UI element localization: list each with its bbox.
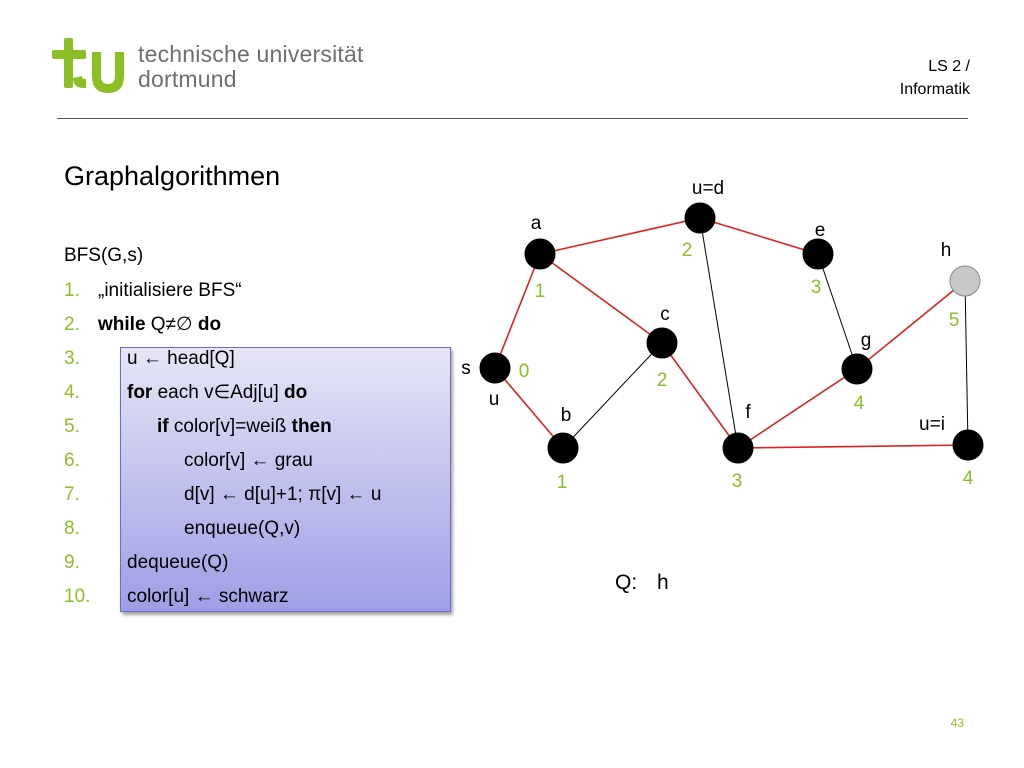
distance-label-d: 2: [682, 240, 693, 261]
distance-label-i: 4: [963, 468, 974, 489]
line-text: dequeue(Q): [127, 552, 229, 573]
page-number: 43: [950, 716, 964, 730]
node-label-g: g: [861, 330, 872, 351]
line-number: 9.: [64, 552, 80, 573]
edge-s-a: [494, 253, 541, 369]
university-name: technische universität dortmund: [138, 42, 364, 92]
node-e: [802, 238, 834, 270]
line-code: if color[v]=weiß then: [157, 413, 332, 441]
node-label-i: u=i: [919, 414, 945, 435]
edge-a-c: [539, 253, 663, 344]
keyword: for: [127, 382, 153, 403]
node-b: [547, 432, 579, 464]
node-s: [479, 352, 511, 384]
line-code: „initialisiere BFS“: [98, 277, 242, 305]
edge-b-c: [562, 342, 663, 449]
line-number: 3.: [64, 348, 80, 369]
line-text: enqueue(Q,v): [184, 518, 301, 539]
line-code: dequeue(Q): [127, 549, 228, 577]
distance-label-c: 2: [657, 370, 668, 391]
line-text: „initialisiere BFS“: [98, 280, 242, 301]
distance-label-e: 3: [811, 277, 822, 298]
edge-f-i: [737, 444, 969, 449]
distance-label-a: 1: [535, 281, 546, 302]
node-a: [524, 238, 556, 270]
department-line-2: Informatik: [899, 81, 970, 98]
tu-logo: [52, 38, 124, 93]
distance-label-g: 4: [854, 393, 865, 414]
edge-f-g: [737, 368, 858, 449]
node-label-d: u=d: [692, 178, 724, 199]
node-h: [949, 265, 981, 297]
line-code: while Q≠∅ do: [98, 311, 221, 339]
distance-label-f: 3: [732, 471, 743, 492]
node-i: [952, 429, 984, 461]
line-number: 8.: [64, 518, 80, 539]
distance-label-b: 1: [557, 472, 568, 493]
line-text: color[v]=weiß: [168, 416, 292, 437]
loop-highlight-box: [120, 347, 451, 612]
line-code: u ← head[Q]: [127, 345, 235, 373]
line-text: Q≠∅: [145, 314, 198, 335]
department-label: LS 2 / Informatik: [900, 55, 970, 101]
node-label-a: a: [531, 213, 542, 234]
node-label-e: e: [815, 220, 826, 241]
node-label-h: h: [941, 240, 952, 261]
header-divider: [57, 118, 968, 119]
keyword: do: [197, 314, 222, 335]
edge-h-i: [964, 280, 969, 446]
line-text: u ← head[Q]: [127, 348, 235, 369]
line-code: enqueue(Q,v): [184, 515, 300, 543]
algorithm-name: BFS(G,s): [64, 245, 144, 266]
node-label-b: b: [561, 405, 572, 426]
line-number: 2.: [64, 314, 80, 335]
university-line-2: dortmund: [138, 66, 237, 92]
queue-items: h: [657, 571, 669, 594]
department-line-1: LS 2 /: [928, 58, 970, 75]
edge-d-f: [699, 217, 739, 449]
edge-d-e: [699, 217, 819, 255]
line-code: d[v] ← d[u]+1; π[v] ← u: [184, 481, 381, 509]
line-text: color[v] ← grau: [184, 450, 313, 471]
keyword: while: [98, 314, 146, 335]
slide-title: Graphalgorithmen: [64, 161, 281, 191]
distance-label-s: 0: [519, 361, 530, 382]
node-label-f: f: [745, 402, 751, 423]
queue-state: Q: h: [615, 571, 669, 595]
node-g: [841, 353, 873, 385]
node-extra-label-s: u: [489, 389, 500, 410]
line-number: 5.: [64, 416, 80, 437]
queue-label: Q:: [615, 571, 638, 594]
node-label-s: s: [461, 358, 471, 379]
line-code: for each v∈Adj[u] do: [127, 379, 307, 407]
line-number: 7.: [64, 484, 80, 505]
keyword: if: [157, 416, 169, 437]
edge-a-d: [539, 217, 701, 255]
university-line-1: technische universität: [138, 41, 364, 67]
line-number: 4.: [64, 382, 80, 403]
line-text: each v∈Adj[u]: [152, 382, 285, 403]
node-c: [646, 327, 678, 359]
node-f: [722, 432, 754, 464]
node-label-c: c: [660, 304, 670, 325]
line-text: color[u] ← schwarz: [127, 586, 289, 607]
line-number: 10.: [64, 586, 91, 607]
edge-e-g: [817, 253, 858, 370]
line-code: color[u] ← schwarz: [127, 583, 289, 611]
edge-s-b: [494, 367, 564, 449]
line-number: 6.: [64, 450, 80, 471]
keyword: do: [284, 382, 308, 403]
edge-g-h: [856, 280, 966, 370]
line-code: color[v] ← grau: [184, 447, 313, 475]
line-number: 1.: [64, 280, 80, 301]
node-d: [684, 202, 716, 234]
keyword: then: [291, 416, 332, 437]
line-text: d[v] ← d[u]+1; π[v] ← u: [184, 484, 382, 505]
distance-label-h: 5: [949, 310, 960, 331]
edge-c-f: [661, 342, 739, 449]
